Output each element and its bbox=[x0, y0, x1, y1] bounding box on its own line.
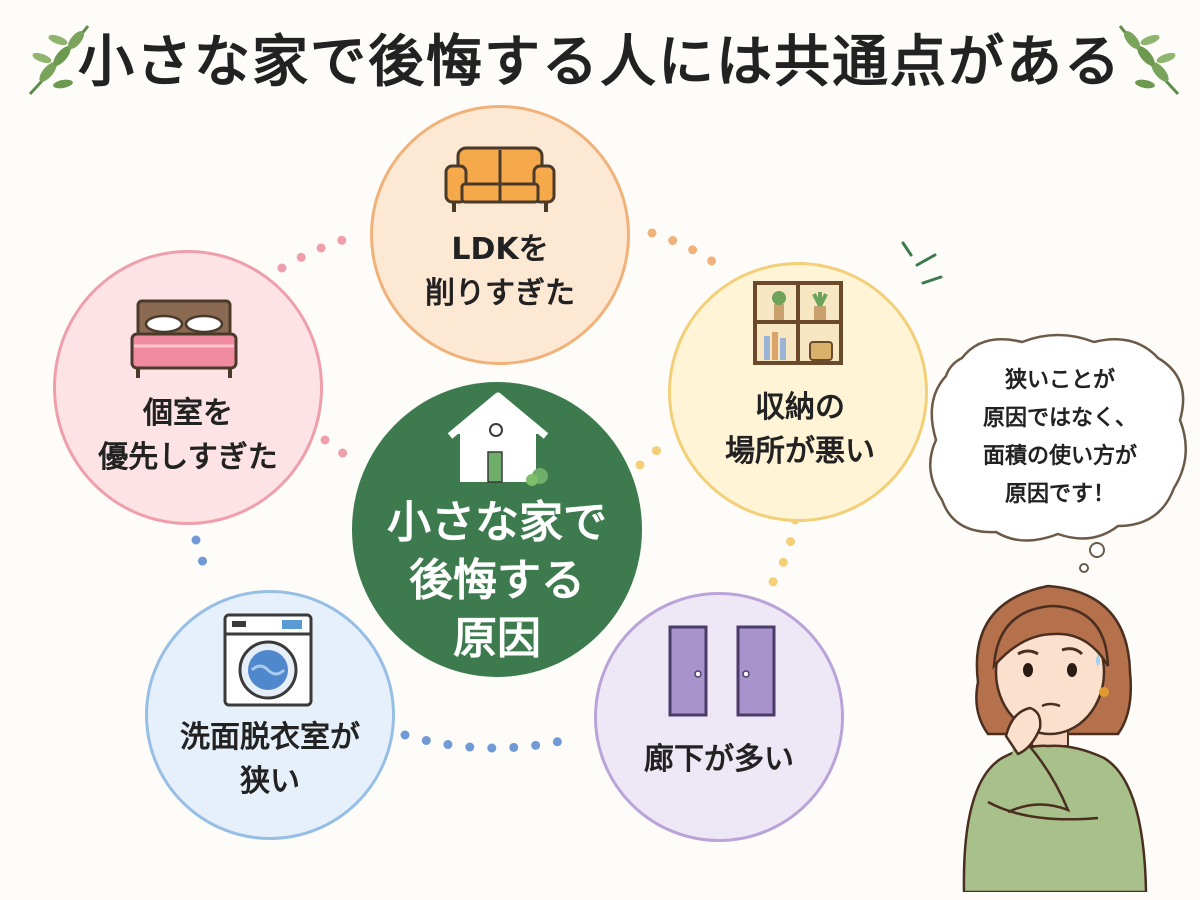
cause-label-hallway: 廊下が多い bbox=[644, 742, 794, 777]
cause-label-storage: 収納の 場所が悪い bbox=[725, 390, 875, 469]
house-icon bbox=[447, 392, 549, 486]
cause-label-ldk: LDKを 削りすぎた bbox=[425, 232, 575, 311]
speech-bubble bbox=[929, 333, 1187, 573]
center-label: 小さな家で 後悔する 原因 bbox=[387, 497, 607, 664]
connector-shelf-door bbox=[768, 515, 800, 587]
emphasis-lines-icon bbox=[901, 241, 943, 285]
thinking-woman-illustration bbox=[962, 584, 1148, 892]
cause-label-washroom: 洗面脱衣室が 狭い bbox=[180, 720, 360, 799]
leaf-sprig-right-icon bbox=[1118, 25, 1180, 96]
cause-circle-private-room bbox=[53, 250, 323, 525]
connector-shelf-center bbox=[635, 435, 673, 470]
connector-bed-center bbox=[320, 435, 363, 468]
bed-icon bbox=[130, 299, 238, 378]
cause-circle-hallway bbox=[594, 592, 844, 842]
connector-washer-door bbox=[400, 730, 583, 753]
leaf-sprig-left-icon bbox=[28, 25, 90, 96]
cause-label-private-room: 個室を 優先しすぎた bbox=[98, 396, 278, 475]
page-title: 小さな家で後悔する人には共通点がある bbox=[78, 30, 1122, 95]
washing-machine-icon bbox=[223, 613, 313, 707]
door-icon bbox=[668, 625, 776, 717]
connector-sofa-shelf bbox=[647, 228, 727, 273]
cause-circle-ldk bbox=[370, 105, 630, 365]
speech-bubble-text: 狭いことが 原因ではなく、 面積の使い方が 原因です！ bbox=[982, 368, 1137, 507]
cause-circle-washroom bbox=[145, 590, 395, 840]
sofa-icon bbox=[444, 146, 556, 212]
connector-bed-sofa bbox=[277, 230, 365, 273]
bookshelf-icon bbox=[753, 281, 843, 365]
connector-bed-washer bbox=[191, 535, 215, 585]
